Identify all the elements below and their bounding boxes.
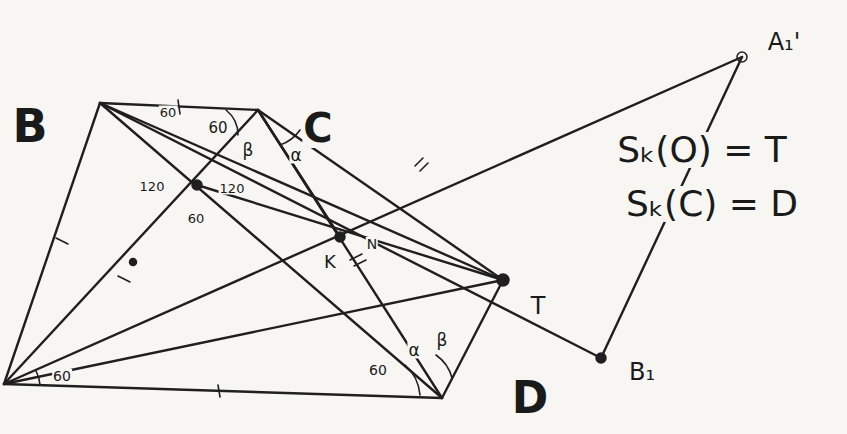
angle-label: 120 [139,180,166,193]
angle-label: α [407,342,420,359]
point-label: D [511,376,550,420]
angle-label: 120 [219,182,246,195]
angle-label: 60 [207,121,228,136]
point-label: B [11,103,48,149]
point-label: K [323,253,337,271]
point-label: T [530,294,547,318]
formula: Sₖ(O) = T [616,132,788,168]
angle-label: α [289,147,302,164]
angle-label: β [436,332,449,349]
angle-label: β [242,142,255,159]
angle-label: 60 [187,212,206,225]
point-label: N [366,237,378,251]
point-label: C [302,108,333,148]
angle-label: 60 [52,369,72,383]
angle-label: 60 [159,106,178,119]
point-label: B₁ [628,360,656,384]
point-label: A₁' [767,30,802,54]
angle-label: 60 [368,363,388,377]
formula: Sₖ(C) = D [625,186,799,222]
